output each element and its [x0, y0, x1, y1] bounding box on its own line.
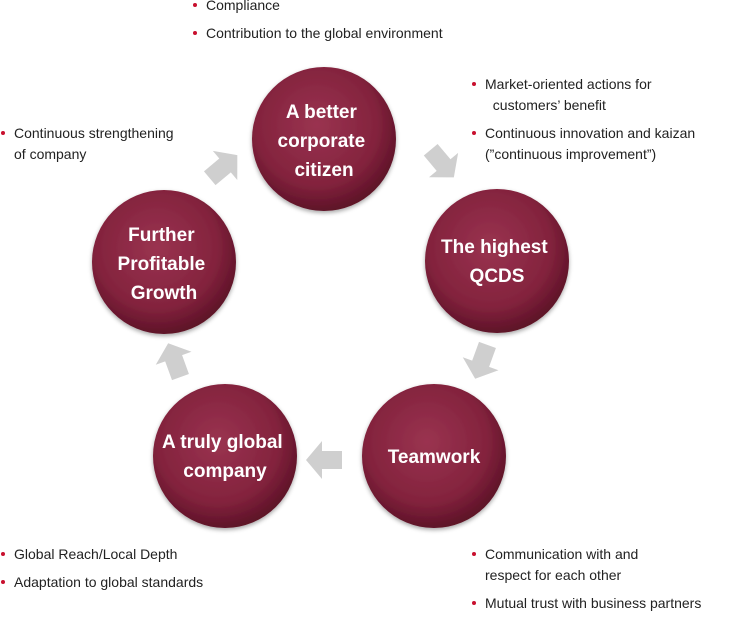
bullet-item: Continuous strengthening of company: [0, 123, 174, 165]
node-truly-global-company: A truly global company: [153, 384, 297, 528]
bullets-right: Market-oriented actions for customers’ b…: [471, 74, 695, 172]
bullet-item: Mutual trust with business partners: [471, 593, 701, 614]
bullet-item: Continuous innovation and kaizan (”conti…: [471, 123, 695, 165]
block-arrow-icon: [462, 341, 499, 379]
node-highest-qcds: The highest QCDS: [425, 189, 569, 333]
node-label: Teamwork: [388, 447, 481, 468]
arrow-qcds-to-teamwork: [462, 341, 499, 379]
node-label: A better corporate citizen: [278, 102, 371, 181]
bullet-item: Communication with and respect for each …: [471, 544, 701, 586]
bullets-bottom-right: Communication with and respect for each …: [471, 544, 701, 621]
bullet-item: Market-oriented actions for customers’ b…: [471, 74, 695, 116]
bullet-item: Compliance: [192, 0, 443, 16]
bullet-item: Adaptation to global standards: [0, 572, 203, 593]
bullets-bottom-left: Global Reach/Local Depth Adaptation to g…: [0, 544, 203, 600]
block-arrow-icon: [203, 150, 238, 186]
bullet-item: Global Reach/Local Depth: [0, 544, 203, 565]
arrow-global-to-growth: [155, 343, 192, 381]
bullets-top: Compliance Contribution to the global en…: [192, 0, 443, 51]
arrow-teamwork-to-global: [306, 441, 342, 479]
arrow-growth-to-citizen: [203, 150, 238, 186]
node-label: The highest QCDS: [441, 237, 553, 287]
arrow-citizen-to-qcds: [423, 143, 459, 178]
bullet-item: Contribution to the global environment: [192, 23, 443, 44]
node-better-corporate-citizen: A better corporate citizen: [252, 67, 396, 211]
node-label: Further Profitable Growth: [118, 225, 211, 304]
node-label: A truly global company: [162, 432, 288, 482]
block-arrow-icon: [306, 441, 342, 479]
block-arrow-icon: [155, 343, 192, 381]
node-further-profitable-growth: Further Profitable Growth: [92, 190, 236, 334]
bullets-left: Continuous strengthening of company: [0, 123, 174, 172]
node-teamwork: Teamwork: [362, 384, 506, 528]
block-arrow-icon: [423, 143, 459, 178]
